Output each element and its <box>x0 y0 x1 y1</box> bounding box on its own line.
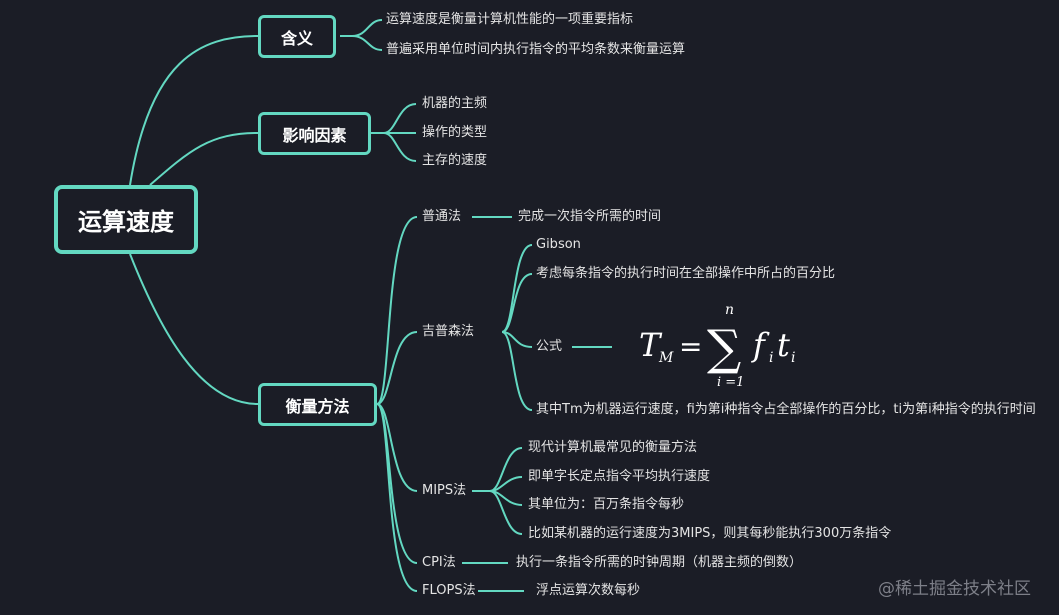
mips-item-4: 比如某机器的运行速度为3MIPS，则其每秒能执行300万条指令 <box>528 526 892 541</box>
meaning-item-1: 运算速度是衡量计算机性能的一项重要指标 <box>386 12 634 27</box>
mips-item-1: 现代计算机最常见的衡量方法 <box>528 440 698 455</box>
factor-item-2: 操作的类型 <box>422 125 488 140</box>
node-methods[interactable]: 衡量方法 <box>258 383 377 426</box>
formula-f: f <box>751 326 770 364</box>
method-mips: MIPS法 <box>422 483 467 498</box>
formula-upper: n <box>725 302 734 318</box>
meaning-item-2: 普遍采用单位时间内执行指令的平均条数来衡量运算 <box>386 42 686 57</box>
method-gibson: 吉普森法 <box>422 324 475 339</box>
mips-item-3: 其单位为：百万条指令每秒 <box>528 497 685 512</box>
gibson-formula: T M = ∑ n i =1 f i t i <box>639 302 795 390</box>
formula-lower: i =1 <box>717 375 744 390</box>
method-cpi-desc: 执行一条指令所需的时钟周期（机器主频的倒数） <box>516 555 803 570</box>
node-meaning[interactable]: 含义 <box>258 15 336 58</box>
root-node[interactable]: 运算速度 <box>54 185 198 254</box>
gibson-item-4: 其中Tm为机器运行速度，fi为第i种指令占全部操作的百分比，ti为第i种指令的执… <box>536 402 1036 417</box>
node-factors[interactable]: 影响因素 <box>258 112 371 155</box>
method-flops-desc: 浮点运算次数每秒 <box>536 583 641 598</box>
formula-lhs-sub: M <box>658 350 674 366</box>
watermark: @稀土掘金技术社区 <box>878 579 1031 599</box>
formula-t: t <box>777 326 790 364</box>
factor-item-3: 主存的速度 <box>422 153 488 168</box>
mips-item-2: 即单字长定点指令平均执行速度 <box>528 469 711 484</box>
method-cpi: CPI法 <box>422 555 456 570</box>
factor-item-1: 机器的主频 <box>422 96 488 111</box>
gibson-item-2: 考虑每条指令的执行时间在全部操作中所占的百分比 <box>536 266 836 281</box>
gibson-item-1: Gibson <box>536 237 581 252</box>
method-flops: FLOPS法 <box>422 583 476 598</box>
gibson-item-3: 公式 <box>536 339 563 354</box>
method-normal-desc: 完成一次指令所需的时间 <box>518 209 662 224</box>
formula-lhs: T <box>639 326 663 364</box>
formula-t-sub: i <box>791 350 795 366</box>
method-normal: 普通法 <box>422 209 462 224</box>
formula-sigma: ∑ <box>707 320 741 376</box>
formula-eq: = <box>679 330 702 363</box>
formula-f-sub: i <box>769 350 773 366</box>
